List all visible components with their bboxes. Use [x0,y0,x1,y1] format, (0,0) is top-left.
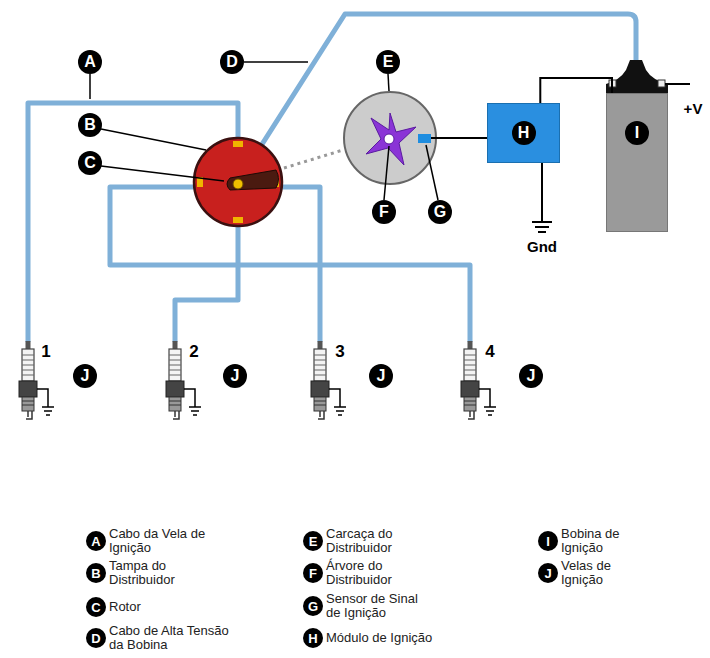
callout-letter: A [78,50,102,74]
callout-letter: D [86,628,106,648]
callout-letter: D [220,50,244,74]
ignition-module: H [487,103,560,163]
shaft-link [284,150,343,168]
ignition-coil: I [606,93,668,232]
distributor-shaft [366,113,416,165]
rotor [227,170,279,190]
sensor-wire [431,137,487,139]
distributor-cap [194,138,282,226]
callout-letter: J [73,364,97,388]
callout-letter: C [78,151,102,175]
legend-text: Cabo de Alta Tensão da Bobina [109,624,241,652]
spark-plug [166,341,201,419]
ht-wires [28,14,636,342]
spark-plug [461,341,496,419]
plug-number: 3 [335,342,344,362]
plug-number: 1 [41,342,50,362]
legend-text: Tampa do Distribuidor [109,559,204,587]
callout-letter: I [625,121,649,145]
signal-sensor [418,134,431,143]
callout-letter: F [303,563,323,583]
legend-text: Sensor de Sinal de Ignição [326,592,430,620]
low-tension-wire [540,78,612,103]
callout-letter: J [223,364,247,388]
callout-letter: J [369,364,393,388]
supply-wire [665,83,690,85]
callout-letter: J [519,364,543,388]
coil-ht-wire [238,14,636,182]
callout-letter: E [376,50,400,74]
legend-text: Bobina de Ignição [561,527,641,555]
callout-letter: B [86,563,106,583]
plug-number: 4 [485,342,494,362]
callout-letter: J [538,563,558,583]
callout-letter: C [86,597,106,617]
leader-lines [90,62,438,200]
spark-plug-wire [175,224,238,342]
spark-plug [311,341,346,419]
terminal-label: Gnd [527,238,557,255]
plug-number: 2 [189,342,198,362]
callout-letter: H [303,628,323,648]
callout-letter: F [372,200,396,224]
legend-text: Árvore do Distribuidor [326,559,426,587]
terminal-label: +V [684,100,703,117]
callout-letter: H [512,121,536,145]
callout-letter: E [303,531,323,551]
distributor-housing [344,92,436,184]
legend-text: Cabo da Vela de Ignição [109,527,217,555]
ground-symbol [532,163,552,232]
callout-letter: A [86,531,106,551]
legend-text: Carcaça do Distribuidor [326,527,438,555]
spark-plug-wire [110,187,470,342]
spark-plug-wire [28,103,238,342]
legend-text: Rotor [109,600,209,614]
callout-letter: G [428,200,452,224]
coil-cap [606,60,668,93]
callout-letter: B [78,113,102,137]
callout-letter: G [303,596,323,616]
callout-letter: I [538,531,558,551]
legend-text: Velas de Ignição [561,559,641,587]
legend-text: Módulo de Ignição [326,631,476,645]
spark-plug [19,341,54,419]
